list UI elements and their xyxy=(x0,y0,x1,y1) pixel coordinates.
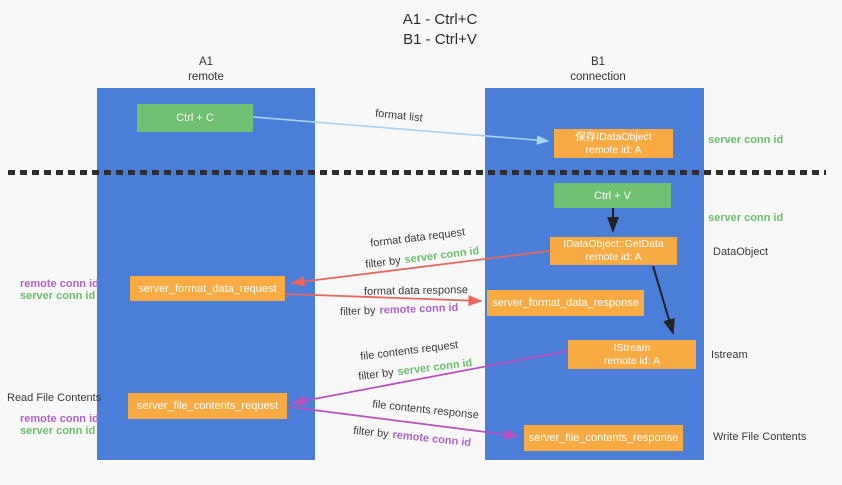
annotation-server-conn-id-left-bottom: server conn id xyxy=(20,425,96,437)
annotation-remote-conn-id-bottom: remote conn id xyxy=(20,413,99,425)
box-server-format-data-response: server_format_data_response xyxy=(487,290,644,316)
filter-remote-conn-id: remote conn id xyxy=(379,301,459,317)
filter-prefix: filter by xyxy=(352,424,390,441)
filter-remote-conn-id: remote conn id xyxy=(391,428,472,450)
annotation-read-file-contents: Read File Contents xyxy=(7,392,102,404)
lane-b1-subtitle: connection xyxy=(570,71,626,83)
annotation-istream: Istream xyxy=(711,349,748,361)
dashed-separator-line xyxy=(8,170,826,175)
label-format-list: format list xyxy=(374,107,424,125)
box-idataobject-getdata-line2: remote id: A xyxy=(585,251,642,263)
box-ctrl-v: Ctrl + V xyxy=(554,183,671,208)
annotation-server-conn-id-top: server conn id xyxy=(708,134,784,146)
annotation-remote-conn-id-top: remote conn id xyxy=(20,278,99,290)
filter-server-conn-id: server conn id xyxy=(403,245,480,267)
label-format-data-response: format data response xyxy=(363,284,469,298)
annotation-server-conn-id-left-top: server conn id xyxy=(20,290,96,302)
lane-a1-subtitle: remote xyxy=(188,71,224,83)
title-line-2: B1 - Ctrl+V xyxy=(403,31,477,48)
annotation-server-conn-id-mid: server conn id xyxy=(708,212,784,224)
box-istream: IStream remote id: A xyxy=(568,340,696,369)
box-istream-line1: IStream xyxy=(613,341,651,354)
filter-prefix: filter by xyxy=(364,254,402,271)
diagram-title: A1 - Ctrl+C B1 - Ctrl+V xyxy=(340,10,540,50)
filter-server-conn-id: server conn id xyxy=(396,357,473,379)
box-server-file-contents-request: server_file_contents_request xyxy=(128,393,287,419)
box-server-file-contents-response: server_file_contents_response xyxy=(524,425,683,451)
box-idataobject-getdata-line1: IDataObject::GetData xyxy=(563,238,664,250)
box-save-idataobject-line1: 保存IDataObject xyxy=(575,130,652,143)
box-save-idataobject-line2: remote id: A xyxy=(585,143,642,156)
lane-a1-title: A1 xyxy=(198,56,214,68)
box-idataobject-getdata: IDataObject::GetData remote id: A xyxy=(550,237,677,265)
lane-b1-title: B1 xyxy=(590,56,606,68)
lane-header-b1: B1 connection xyxy=(538,55,658,85)
annotation-dataobject: DataObject xyxy=(713,246,769,258)
label-file-contents-response: file contents response xyxy=(371,398,480,422)
filter-prefix: filter by xyxy=(357,366,395,383)
box-server-format-data-request: server_format_data_request xyxy=(130,276,285,301)
box-ctrl-c: Ctrl + C xyxy=(137,104,253,132)
title-line-1: A1 - Ctrl+C xyxy=(402,11,478,28)
filter-prefix: filter by xyxy=(339,304,376,319)
box-istream-line2: remote id: A xyxy=(603,354,661,367)
label-format-data-request: format data request xyxy=(369,226,466,250)
annotation-write-file-contents: Write File Contents xyxy=(713,431,807,443)
box-save-idataobject: 保存IDataObject remote id: A xyxy=(554,129,673,158)
lane-header-a1: A1 remote xyxy=(146,55,266,85)
